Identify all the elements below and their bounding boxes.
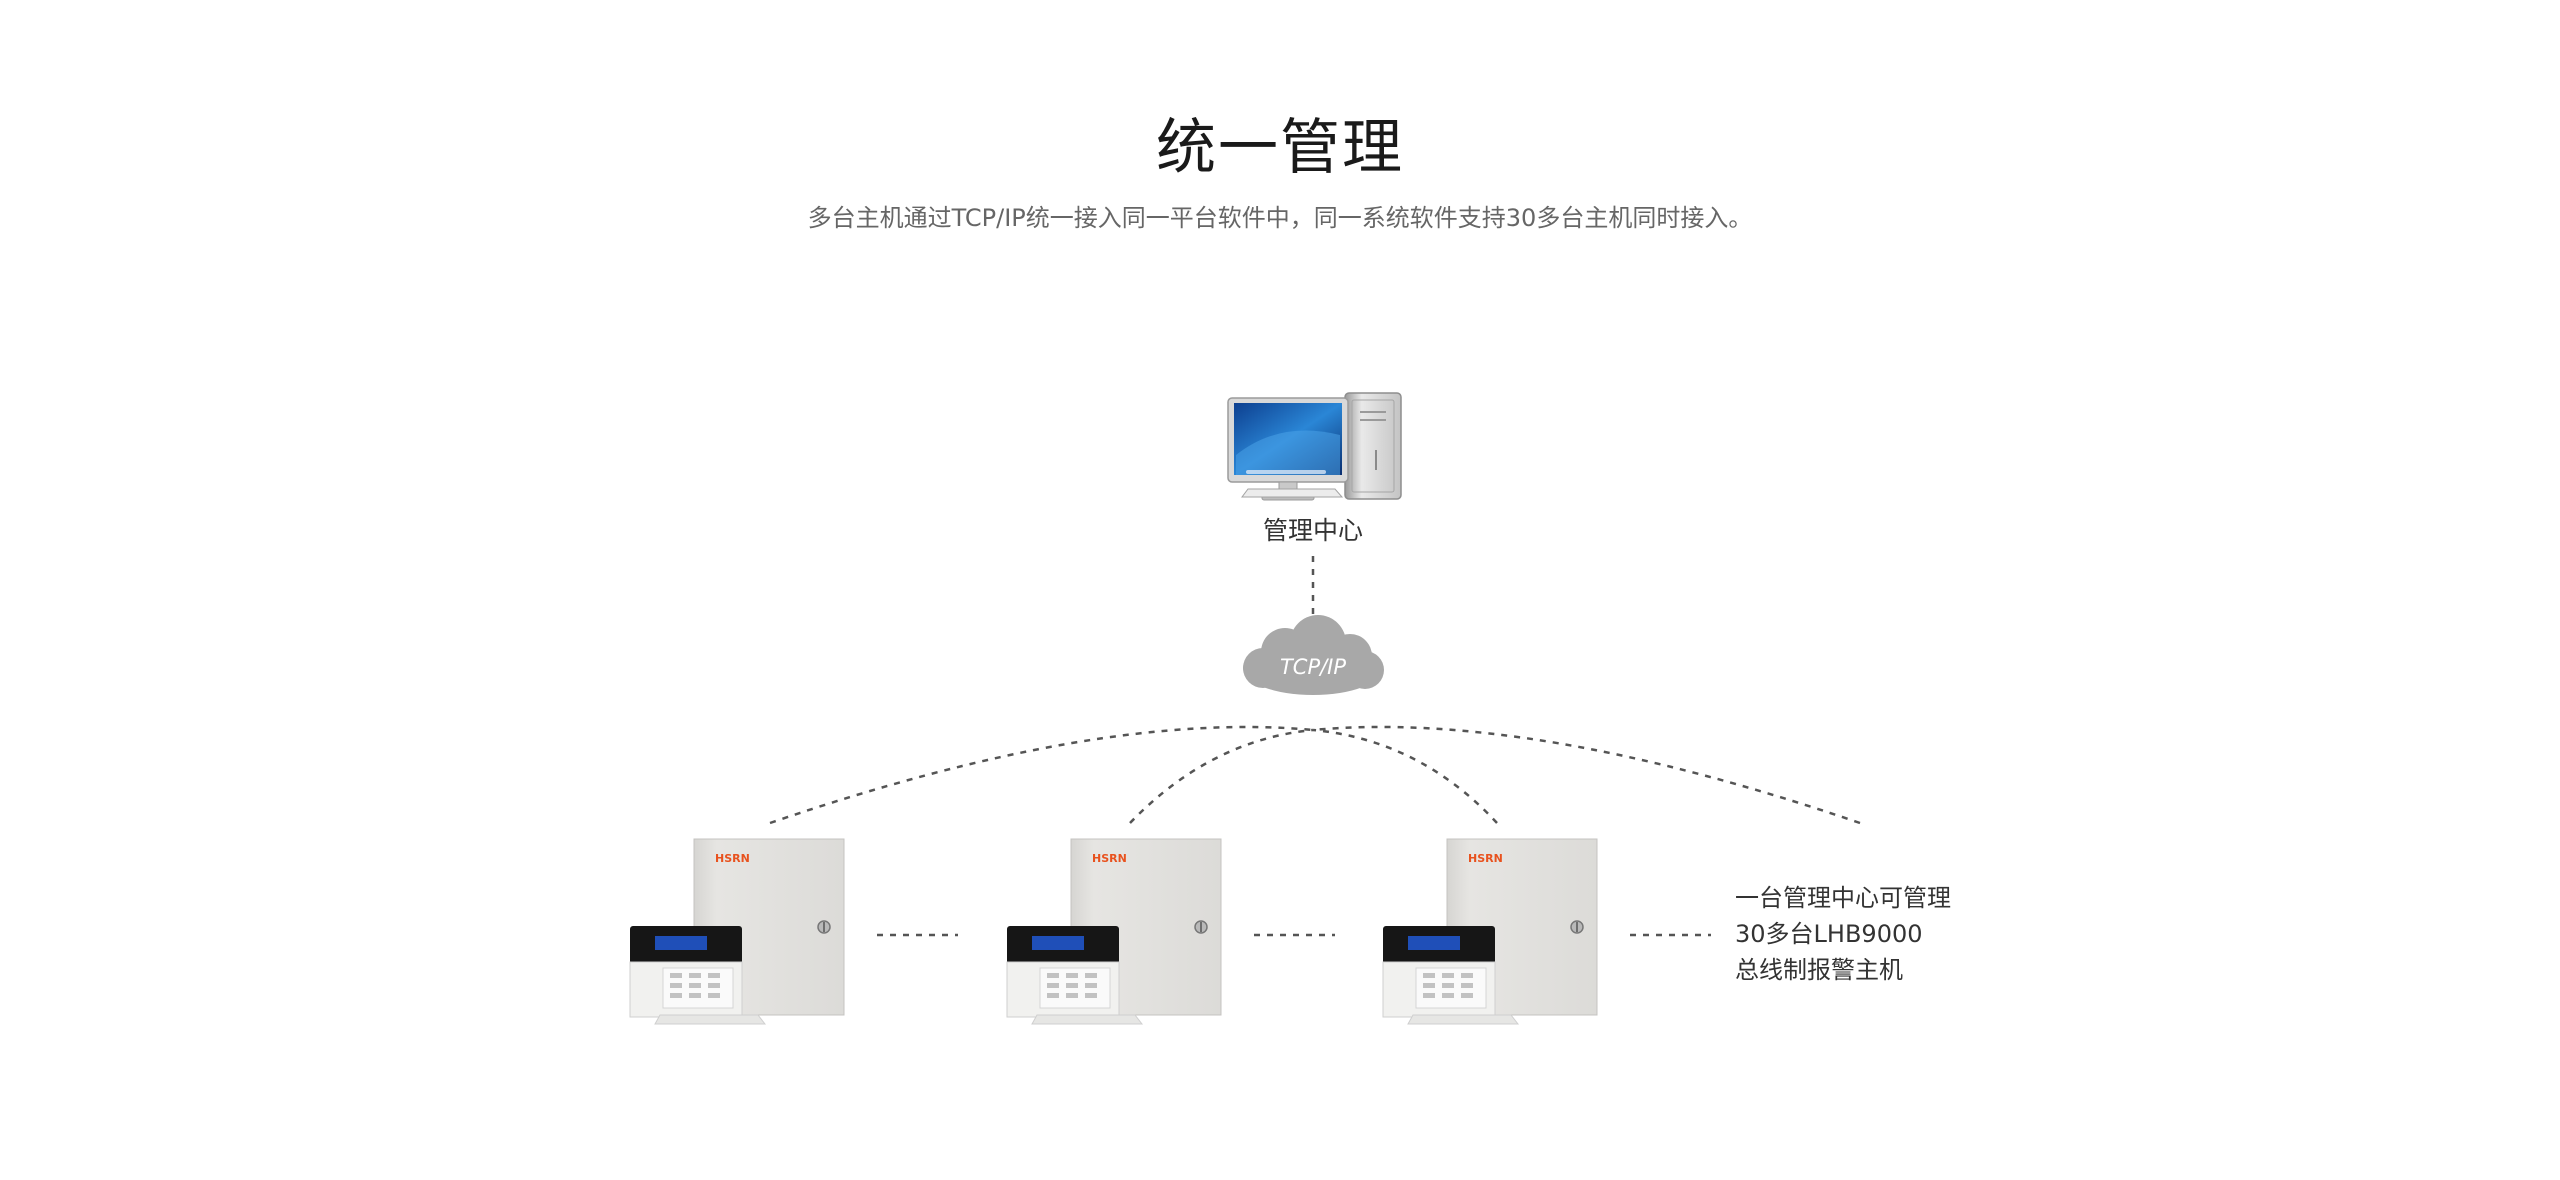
- link-arc-2: [1129, 728, 1314, 824]
- alarm-host-1: HSRN: [629, 838, 845, 1025]
- link-arc-1: [769, 725, 1314, 825]
- capacity-note-line-2: 30多台LHB9000: [1735, 920, 1923, 948]
- page-subtitle: 多台主机通过TCP/IP统一接入同一平台软件中，同一系统软件支持30多台主机同时…: [807, 204, 1753, 232]
- device-2-brand: HSRN: [1092, 852, 1127, 865]
- device-1-brand: HSRN: [715, 852, 750, 865]
- capacity-note-line-3: 总线制报警主机: [1735, 956, 1903, 984]
- capacity-note-line-1: 一台管理中心可管理: [1735, 884, 1951, 912]
- desktop-computer-icon: [1227, 392, 1402, 501]
- center-label: 管理中心: [1263, 516, 1363, 545]
- alarm-host-3: HSRN: [1382, 838, 1598, 1025]
- network-label: TCP/IP: [1280, 655, 1346, 679]
- page-title: 统一管理: [1156, 113, 1404, 183]
- link-arc-4: [1312, 725, 1861, 825]
- alarm-host-2: HSRN: [1006, 838, 1222, 1025]
- cloud-icon: [1243, 615, 1384, 695]
- device-3-brand: HSRN: [1468, 852, 1503, 865]
- network-links: [769, 725, 1861, 825]
- keypad-2: [1006, 926, 1144, 1025]
- link-arc-3: [1312, 728, 1498, 824]
- capacity-note: 一台管理中心可管理 30多台LHB9000 总线制报警主机: [1735, 880, 1951, 988]
- keypad-1: [629, 926, 767, 1025]
- keypad-3: [1382, 926, 1520, 1025]
